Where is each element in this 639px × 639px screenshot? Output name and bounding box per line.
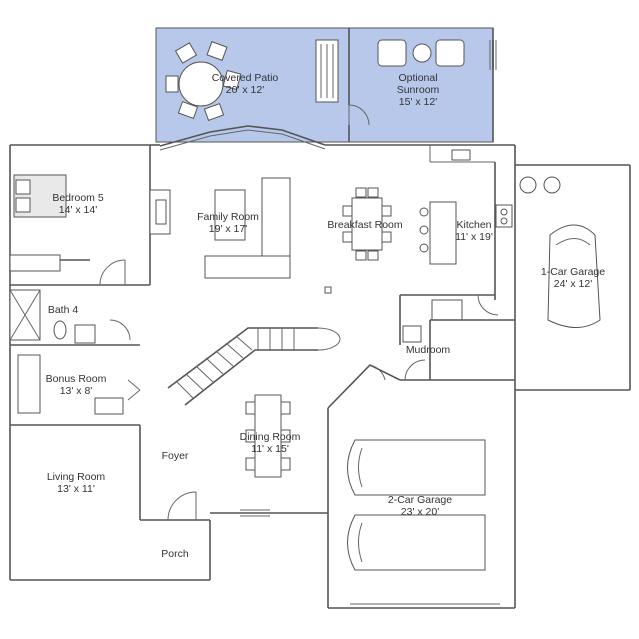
bath-4-label: Bath 4 (40, 304, 86, 316)
bath-4-name: Bath 4 (47, 304, 79, 316)
foyer-name: Foyer (161, 450, 189, 462)
dining-room-size: 11' x 15' (251, 443, 289, 456)
dining-room-name: Dining Room (239, 431, 301, 443)
breakfast-room-label: Breakfast Room (320, 219, 410, 231)
patio-table (165, 41, 242, 122)
bonus-room-size: 13' x 8' (59, 385, 93, 398)
kitchen-size: 11' x 19' (455, 231, 493, 244)
one-car-garage-name: 1-Car Garage (540, 266, 606, 278)
staircase (167, 327, 341, 406)
car-2 (347, 514, 486, 571)
foyer-label: Foyer (150, 450, 200, 462)
covered-patio-name: Covered Patio (211, 72, 279, 84)
kitchen-island (429, 201, 457, 265)
porch-name: Porch (161, 548, 189, 560)
covered-patio-size: 20' x 12' (225, 84, 265, 97)
kitchen-name: Kitchen (456, 219, 492, 231)
two-car-garage-label: 2-Car Garage 23' x 20' (382, 494, 458, 518)
sunroom-label: Optional Sunroom 15' x 12' (378, 72, 458, 108)
kitchen-label: Kitchen 11' x 19' (446, 219, 502, 243)
family-room-size: 19' x 17' (208, 223, 248, 236)
breakfast-room-name: Breakfast Room (327, 219, 403, 231)
sunroom-size: 15' x 12' (398, 96, 438, 109)
bonus-room-name: Bonus Room (45, 373, 107, 385)
sunroom-name-2: Sunroom (396, 84, 440, 97)
car-1 (347, 439, 486, 496)
family-room-name: Family Room (197, 211, 259, 223)
family-room-label: Family Room 19' x 17' (188, 211, 268, 235)
living-room-name: Living Room (46, 471, 106, 483)
living-room-label: Living Room 13' x 11' (38, 471, 114, 495)
mudroom-label: Mudroom (398, 344, 458, 356)
porch-label: Porch (150, 548, 200, 560)
sunroom-name-1: Optional (398, 72, 438, 84)
sectional-sofa (204, 177, 291, 279)
covered-patio-label: Covered Patio 20' x 12' (190, 72, 300, 96)
bedroom-5-label: Bedroom 5 14' x 14' (38, 192, 118, 216)
living-room-size: 13' x 11' (57, 483, 95, 496)
sunroom-furniture (377, 39, 465, 67)
two-car-garage-size: 23' x 20' (400, 506, 440, 519)
bay-window (159, 125, 326, 147)
one-car-garage-size: 24' x 12' (553, 278, 593, 291)
bonus-room-label: Bonus Room 13' x 8' (38, 373, 114, 397)
treadmill (17, 354, 41, 414)
dining-room-label: Dining Room 11' x 15' (232, 431, 308, 455)
exercise-bike (94, 397, 124, 415)
bedroom-5-name: Bedroom 5 (52, 192, 104, 204)
patio-bench (315, 39, 339, 103)
toilet (53, 320, 67, 340)
mudroom-name: Mudroom (405, 344, 451, 356)
two-car-garage-name: 2-Car Garage (387, 494, 453, 506)
dining-table (245, 394, 291, 478)
car-3 (547, 224, 601, 328)
breakfast-table (342, 187, 392, 261)
bedroom-5-size: 14' x 14' (58, 204, 98, 217)
cooktop (495, 204, 513, 228)
one-car-garage-label: 1-Car Garage 24' x 12' (535, 266, 611, 290)
